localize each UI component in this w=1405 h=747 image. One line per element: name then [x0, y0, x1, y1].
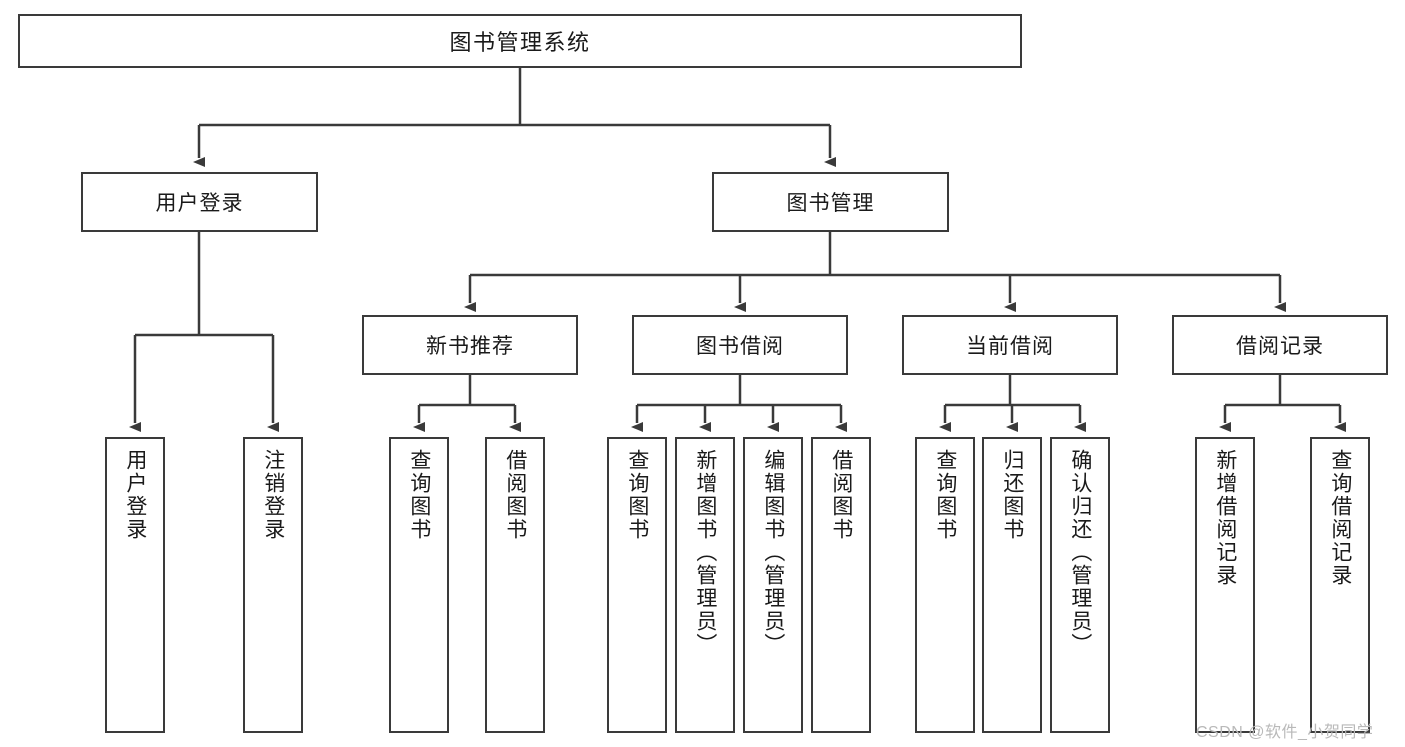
node-leaf-user-login[interactable]: 用户登录 — [105, 437, 165, 733]
node-leaf-edit-book[interactable]: 编辑图书（管理员） — [743, 437, 803, 733]
node-leaf-user-login-label: 用户登录 — [123, 449, 147, 541]
node-leaf-query-book-3[interactable]: 查询图书 — [915, 437, 975, 733]
node-user-login-label: 用户登录 — [155, 192, 244, 215]
node-leaf-query-book-2-label: 查询图书 — [625, 449, 649, 541]
node-leaf-query-record-label: 查询借阅记录 — [1328, 449, 1352, 587]
node-leaf-add-record-label: 新增借阅记录 — [1213, 449, 1237, 587]
node-leaf-borrow-book-1[interactable]: 借阅图书 — [485, 437, 545, 733]
node-book-manage[interactable]: 图书管理 — [712, 172, 949, 232]
node-leaf-query-book-2[interactable]: 查询图书 — [607, 437, 667, 733]
node-root[interactable]: 图书管理系统 — [18, 14, 1022, 68]
node-new-book-recommend[interactable]: 新书推荐 — [362, 315, 578, 375]
node-root-label: 图书管理系统 — [449, 30, 591, 55]
node-leaf-confirm-return-label: 确认归还（管理员） — [1068, 449, 1092, 656]
csdn-watermark: CSDN @软件_小贺同学 — [1196, 724, 1374, 741]
node-book-manage-label: 图书管理 — [786, 192, 875, 215]
node-leaf-add-book-label: 新增图书（管理员） — [693, 449, 717, 656]
node-current-borrow[interactable]: 当前借阅 — [902, 315, 1118, 375]
node-leaf-edit-book-label: 编辑图书（管理员） — [761, 449, 785, 656]
node-leaf-return-book[interactable]: 归还图书 — [982, 437, 1042, 733]
node-leaf-logout[interactable]: 注销登录 — [243, 437, 303, 733]
node-user-login[interactable]: 用户登录 — [81, 172, 318, 232]
node-leaf-add-record[interactable]: 新增借阅记录 — [1195, 437, 1255, 733]
node-leaf-borrow-book-1-label: 借阅图书 — [503, 449, 527, 541]
node-leaf-query-record[interactable]: 查询借阅记录 — [1310, 437, 1370, 733]
node-current-borrow-label: 当前借阅 — [966, 335, 1054, 358]
node-leaf-query-book-1[interactable]: 查询图书 — [389, 437, 449, 733]
node-leaf-query-book-3-label: 查询图书 — [933, 449, 957, 541]
node-leaf-borrow-book-2-label: 借阅图书 — [829, 449, 853, 541]
node-new-book-recommend-label: 新书推荐 — [426, 335, 514, 358]
node-book-borrow[interactable]: 图书借阅 — [632, 315, 848, 375]
node-leaf-add-book[interactable]: 新增图书（管理员） — [675, 437, 735, 733]
node-borrow-record[interactable]: 借阅记录 — [1172, 315, 1388, 375]
node-leaf-confirm-return[interactable]: 确认归还（管理员） — [1050, 437, 1110, 733]
node-leaf-borrow-book-2[interactable]: 借阅图书 — [811, 437, 871, 733]
node-borrow-record-label: 借阅记录 — [1236, 335, 1324, 358]
node-leaf-query-book-1-label: 查询图书 — [407, 449, 431, 541]
node-leaf-logout-label: 注销登录 — [261, 449, 285, 541]
node-book-borrow-label: 图书借阅 — [696, 335, 784, 358]
node-leaf-return-book-label: 归还图书 — [1000, 449, 1024, 541]
